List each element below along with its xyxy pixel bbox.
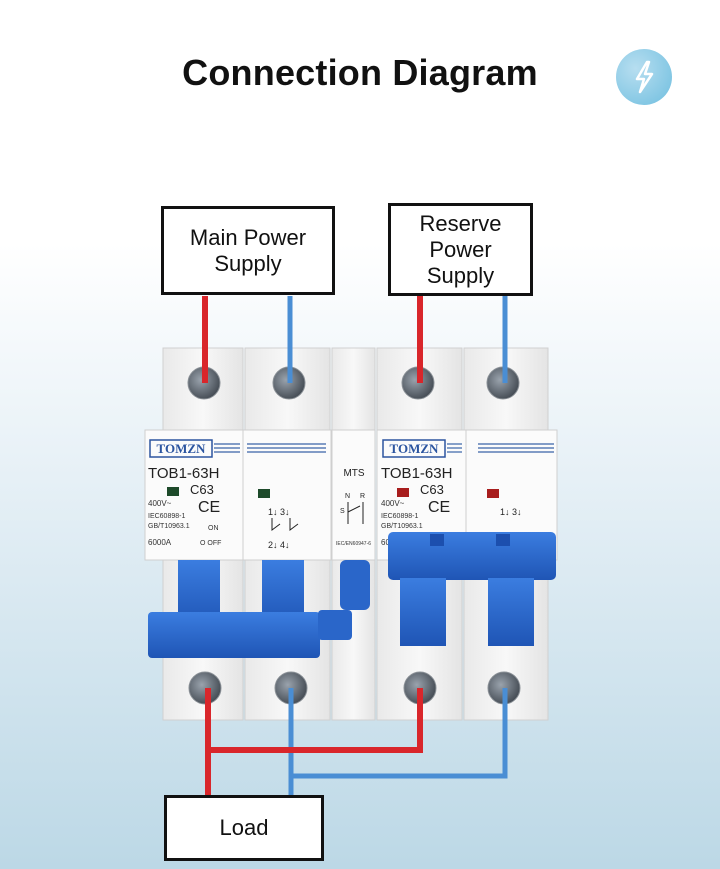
std1-left: IEC60898-1 (148, 513, 185, 520)
brand-left: TOMZN (157, 441, 206, 456)
indicator-right-2 (487, 489, 499, 498)
voltage-right: 400V~ (381, 499, 405, 508)
mts-n: N (345, 493, 350, 500)
load-text: Load (219, 815, 269, 840)
reserve-power-supply-label: Reserve Power Supply (388, 203, 533, 296)
rating-right: C63 (420, 482, 444, 497)
wiring (202, 296, 508, 796)
terminal-top-right: 1↓ 3↓ (500, 507, 522, 517)
lightning-icon (635, 60, 654, 94)
on-label: ON (208, 525, 219, 532)
load-neutral-wire (288, 688, 508, 779)
ce-mark-right: CE (428, 499, 450, 516)
brand-plate-left (149, 439, 213, 458)
reserve-power-supply-text: Reserve Power Supply (419, 210, 502, 288)
brand-plate-right (382, 439, 446, 458)
load-live-wire (205, 688, 423, 753)
voltage-left: 400V~ (148, 499, 172, 508)
breaking-left: 6000A (148, 538, 172, 547)
off-label: O OFF (200, 540, 221, 547)
mts-r: R (360, 493, 365, 500)
lightning-badge (616, 49, 672, 105)
terminal-top-left: 1↓ 3↓ (268, 507, 290, 517)
mts-s: S (340, 508, 345, 515)
std2-left: GB/T10963.1 (148, 523, 190, 530)
rating-left: C63 (190, 482, 214, 497)
breaking-right: 60 (381, 538, 390, 547)
main-power-supply-label: Main Power Supply (161, 206, 335, 295)
stripe-decoration (214, 443, 554, 453)
model-right: TOB1-63H (381, 465, 452, 482)
std1-right: IEC60898-1 (381, 513, 418, 520)
main-power-supply-text: Main Power Supply (189, 224, 307, 276)
indicator-left (167, 487, 179, 496)
breaker-handles[interactable] (148, 532, 556, 658)
mts-label: MTS (343, 468, 364, 479)
page-title: Connection Diagram (182, 52, 538, 93)
indicator-right (397, 488, 409, 497)
load-label: Load (164, 795, 324, 861)
terminal-bottom-left: 2↓ 4↓ (268, 540, 290, 550)
std2-right: GB/T10963.1 (381, 523, 423, 530)
mts-standard: IEC/EN60947-6 (336, 541, 371, 547)
ce-mark-left: CE (198, 499, 220, 516)
switch-symbol-left (271, 518, 299, 531)
indicator-left-2 (258, 489, 270, 498)
model-left: TOB1-63H (148, 465, 219, 482)
brand-right: TOMZN (390, 441, 439, 456)
mts-symbol (347, 502, 364, 524)
